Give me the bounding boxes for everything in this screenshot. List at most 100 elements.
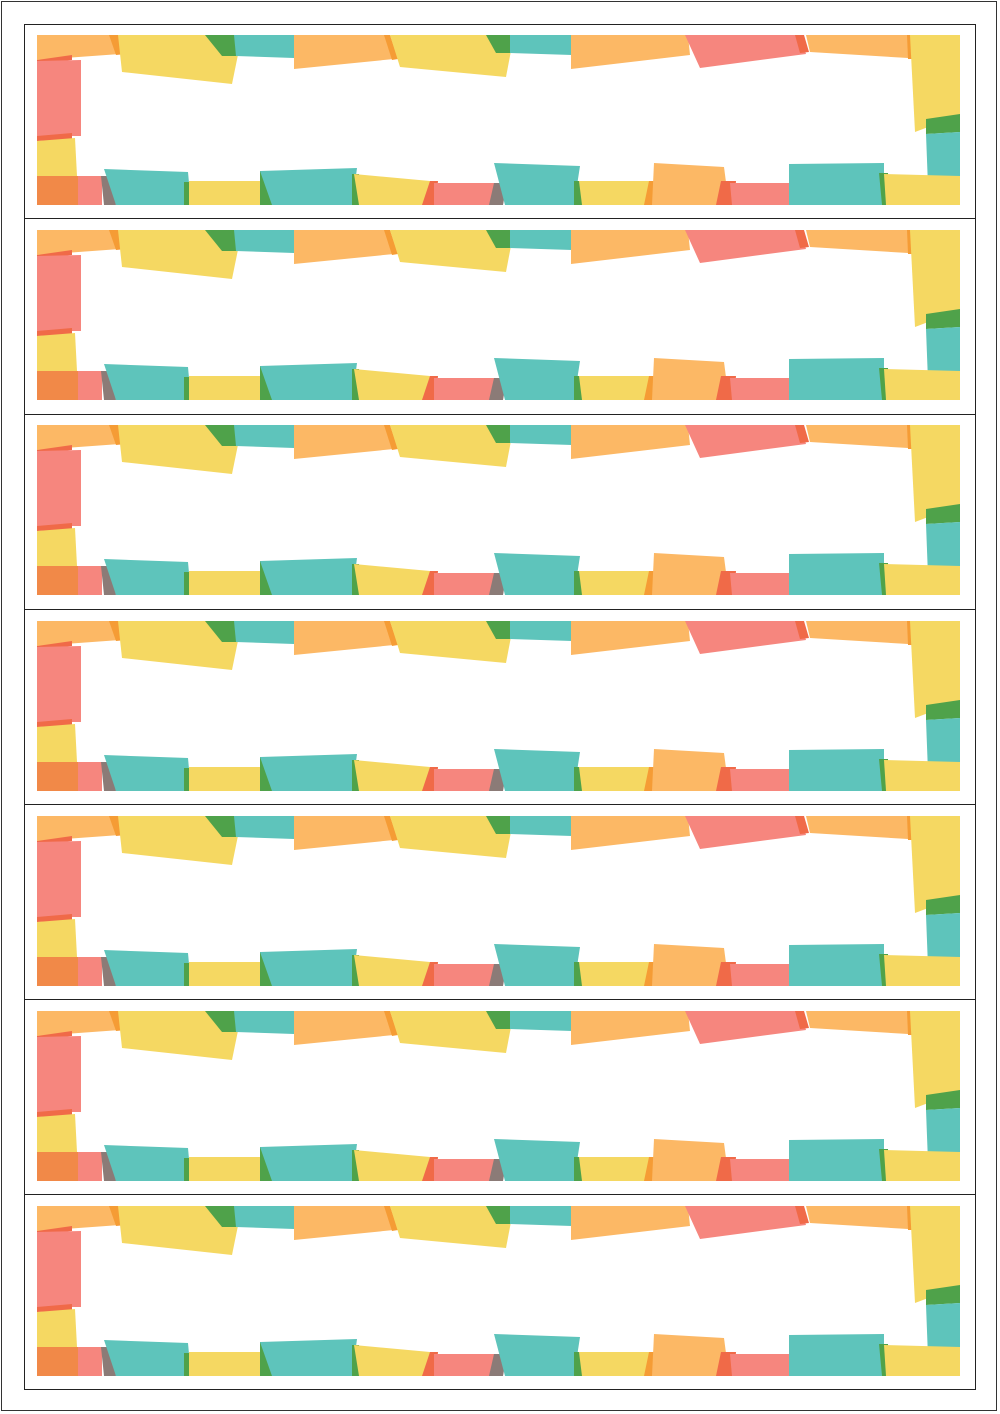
frame-tape-piece [234, 230, 296, 254]
frame-tape-piece [910, 425, 960, 523]
frame-tape-piece [926, 132, 960, 186]
frame-tape-piece [795, 1206, 809, 1225]
frame-tape-piece [510, 620, 573, 641]
frame-tape-piece [37, 620, 120, 646]
frame-tape-piece [205, 620, 242, 642]
frame-tape-piece [926, 1285, 960, 1306]
frame-tape-piece [789, 163, 884, 205]
frame-tape-piece [652, 943, 729, 986]
frame-tape-piece [884, 1345, 960, 1377]
frame-tape-piece [685, 620, 806, 654]
name-label-2[interactable] [24, 219, 976, 415]
frame-tape-piece [118, 1011, 242, 1060]
frame-tape-piece [434, 573, 496, 596]
frame-tape-piece [434, 963, 496, 986]
frame-tape-piece [37, 566, 78, 596]
frame-tape-piece [926, 717, 960, 772]
frame-tape-piece [571, 620, 690, 655]
frame-tape-piece [234, 425, 296, 449]
frame-tape-piece [104, 1145, 191, 1181]
frame-tape-piece [884, 564, 960, 596]
frame-tape-piece [579, 961, 650, 986]
frame-tape-piece [37, 956, 78, 986]
frame-tape-piece [795, 1011, 809, 1029]
frame-tape-piece [205, 815, 242, 837]
frame-tape-piece [926, 699, 960, 720]
frame-tape-piece [926, 522, 960, 577]
frame-tape-piece [486, 230, 514, 249]
frame-tape-piece [486, 815, 514, 834]
name-label-7[interactable] [24, 1195, 976, 1391]
frame-tape-piece [926, 504, 960, 525]
decorative-frame [37, 815, 960, 986]
frame-tape-piece [118, 35, 242, 84]
frame-tape-piece [579, 376, 650, 401]
frame-tape-piece [434, 378, 496, 401]
frame-tape-piece [354, 954, 434, 986]
decorative-frame [37, 620, 960, 791]
frame-tape-piece [101, 566, 116, 596]
frame-tape-piece [579, 1157, 650, 1181]
name-label-1[interactable] [24, 24, 976, 220]
frame-tape-piece [78, 371, 102, 401]
frame-tape-piece [795, 425, 809, 444]
frame-tape-piece [118, 620, 242, 670]
frame-tape-piece [390, 230, 514, 273]
frame-tape-piece [789, 553, 884, 596]
frame-tape-piece [434, 768, 496, 791]
frame-tape-piece [884, 174, 960, 205]
frame-tape-piece [884, 1150, 960, 1181]
label-divider [24, 608, 976, 610]
frame-tape-piece [78, 761, 102, 791]
frame-tape-piece [260, 948, 357, 986]
frame-tape-piece [579, 1352, 650, 1377]
frame-tape-piece [806, 620, 915, 644]
frame-tape-piece [294, 425, 394, 460]
frame-tape-piece [384, 35, 398, 60]
frame-tape-piece [384, 620, 398, 646]
frame-tape-piece [571, 1011, 690, 1045]
frame-tape-piece [234, 1011, 296, 1034]
frame-tape-piece [730, 1354, 794, 1377]
frame-tape-piece [806, 230, 915, 254]
frame-tape-piece [37, 840, 81, 917]
frame-tape-piece [730, 1159, 794, 1181]
frame-tape-piece [37, 60, 81, 136]
frame-tape-piece [494, 748, 580, 791]
frame-tape-piece [652, 1334, 729, 1377]
frame-tape-piece [926, 1303, 960, 1358]
decorative-frame [37, 230, 960, 401]
frame-tape-piece [571, 815, 690, 850]
frame-tape-piece [189, 1157, 260, 1181]
frame-tape-piece [384, 1206, 398, 1232]
frame-tape-piece [384, 230, 398, 256]
label-divider [24, 804, 976, 806]
frame-tape-piece [390, 35, 514, 77]
frame-tape-piece [795, 35, 809, 53]
name-label-5[interactable] [24, 805, 976, 1001]
frame-tape-piece [354, 564, 434, 596]
name-label-3[interactable] [24, 414, 976, 610]
decorative-frame [37, 425, 960, 596]
frame-tape-piece [884, 954, 960, 986]
frame-tape-piece [101, 371, 116, 401]
frame-tape-piece [294, 620, 394, 655]
frame-tape-piece [806, 1206, 915, 1230]
frame-tape-piece [579, 571, 650, 596]
frame-tape-piece [510, 425, 573, 446]
frame-tape-piece [730, 768, 794, 791]
name-label-6[interactable] [24, 1000, 976, 1196]
frame-tape-piece [104, 364, 191, 401]
frame-tape-piece [434, 183, 496, 205]
frame-tape-piece [685, 35, 806, 68]
frame-tape-piece [910, 35, 960, 132]
frame-tape-piece [354, 1150, 434, 1181]
name-label-4[interactable] [24, 610, 976, 806]
frame-tape-piece [685, 230, 806, 264]
frame-tape-piece [652, 358, 729, 401]
frame-tape-piece [510, 35, 573, 55]
frame-tape-piece [37, 230, 120, 256]
frame-tape-piece [926, 309, 960, 330]
frame-tape-piece [730, 573, 794, 596]
